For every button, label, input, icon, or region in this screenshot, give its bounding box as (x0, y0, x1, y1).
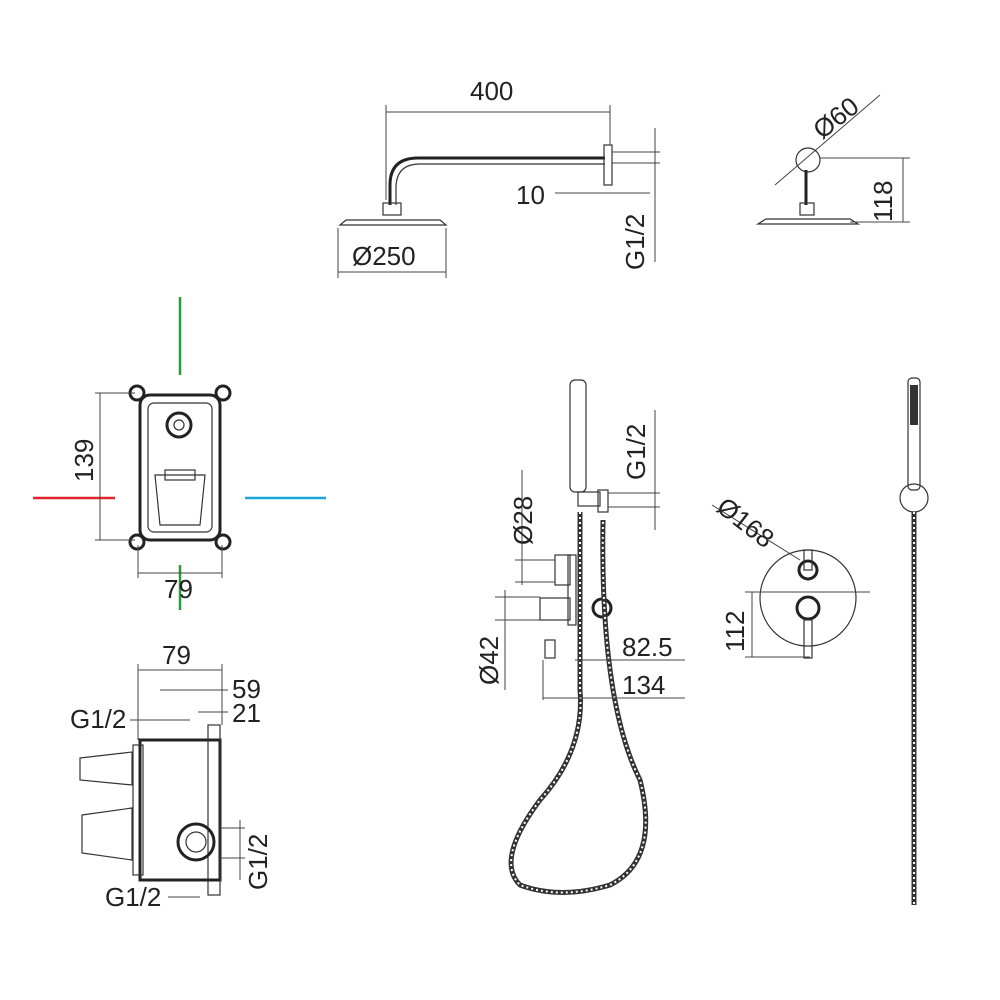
box-height-label: 139 (69, 439, 99, 482)
box-front-drawing (33, 297, 326, 610)
head-diameter-label: Ø250 (352, 241, 416, 271)
side-flange-label: 21 (232, 698, 261, 728)
shower-side-drawing (755, 94, 910, 225)
hand-shower-side-drawing (899, 377, 929, 905)
side-thread-top-label: G1/2 (70, 704, 126, 734)
side-depth-label: 59 (232, 674, 261, 704)
depth-1-label: 82.5 (622, 632, 673, 662)
side-thread-label: G1/2 (243, 834, 273, 890)
arm-length-label: 400 (470, 76, 513, 106)
shower-arm-drawing (337, 105, 660, 278)
knob-diameter-label: Ø28 (508, 496, 538, 545)
flange-diameter-label: Ø60 (807, 91, 864, 145)
side-thread-bottom-label: G1/2 (105, 882, 161, 912)
side-height-label: 118 (868, 181, 898, 222)
depth-2-label: 134 (622, 670, 665, 700)
mixer-plate-drawing (711, 504, 870, 659)
plate-spacing-label: 112 (720, 611, 750, 652)
hand-shower-drawing (495, 379, 685, 895)
box-side-drawing (79, 664, 245, 898)
arm-thread-label: G1/2 (620, 214, 650, 270)
side-width-label: 79 (162, 640, 191, 670)
wall-offset-label: 10 (516, 180, 545, 210)
plate-diameter-label: Ø168 (711, 491, 780, 554)
hand-thread-label: G1/2 (621, 424, 651, 480)
body-diameter-label: Ø42 (474, 636, 504, 685)
box-width-label: 79 (164, 574, 193, 604)
